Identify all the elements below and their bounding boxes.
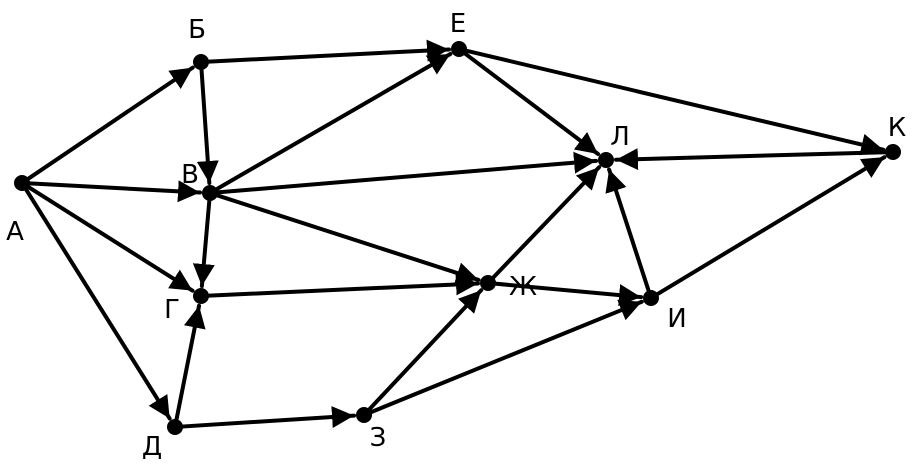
edge-v-zh: [210, 191, 481, 284]
node-label-v: В: [181, 160, 199, 190]
node-label-a: А: [6, 217, 24, 247]
node-d: [167, 419, 183, 435]
node-label-z: З: [370, 423, 387, 453]
node-label-l: Л: [610, 122, 630, 152]
edge-zh-i: [488, 281, 644, 307]
node-label-b: Б: [188, 15, 206, 45]
edges-layer: [21, 39, 893, 429]
edge-z-zh: [364, 288, 484, 415]
node-label-d: Д: [142, 432, 162, 462]
labels-layer: А Б В Г Д Е Ж З И Л К: [6, 9, 906, 462]
node-l: [598, 152, 614, 168]
node-a: [14, 175, 30, 191]
edge-e-l: [459, 48, 601, 156]
node-zh: [480, 275, 496, 291]
edge-e-k: [459, 47, 886, 156]
edge-z-i: [364, 299, 644, 416]
node-label-k: К: [888, 113, 906, 143]
node-label-zh: Ж: [509, 272, 537, 302]
edge-i-k: [651, 155, 887, 299]
edge-g-zh: [201, 273, 481, 298]
edge-a-g: [22, 182, 195, 293]
edge-v-e: [210, 52, 453, 194]
node-label-g: Г: [164, 295, 180, 325]
nodes-layer: [14, 41, 901, 435]
node-g: [193, 288, 209, 304]
edge-a-v: [22, 180, 203, 203]
edge-b-e: [201, 39, 452, 64]
node-k: [885, 144, 901, 160]
edge-a-d: [21, 183, 172, 421]
edge-a-b: [22, 65, 195, 184]
edge-v-l: [210, 151, 599, 195]
node-b: [193, 54, 209, 70]
node-label-e: Е: [450, 9, 466, 39]
node-z: [356, 407, 372, 423]
edge-zh-l: [488, 165, 602, 283]
edge-i-l: [605, 167, 653, 298]
edge-d-z: [175, 406, 357, 429]
edge-d-g: [173, 303, 206, 427]
node-v: [202, 185, 218, 201]
edge-b-v: [196, 62, 219, 186]
node-e: [451, 41, 467, 57]
node-label-i: И: [667, 304, 686, 334]
node-i: [643, 290, 659, 306]
edge-k-l: [613, 148, 893, 171]
edge-v-g: [192, 193, 215, 289]
